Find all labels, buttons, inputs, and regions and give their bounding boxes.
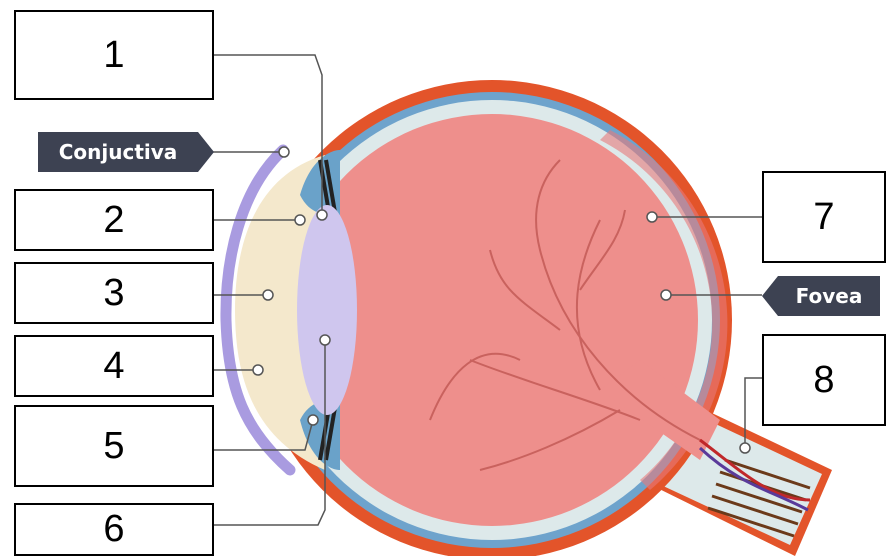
fovea-tag: Fovea: [778, 276, 880, 316]
fovea-tag-label: Fovea: [796, 284, 863, 308]
answer-box-4-label: 4: [103, 345, 124, 388]
answer-box-2-label: 2: [103, 199, 124, 242]
answer-box-1-label: 1: [103, 34, 124, 77]
answer-box-4[interactable]: 4: [14, 335, 214, 397]
answer-box-8[interactable]: 8: [762, 334, 886, 426]
lens: [297, 205, 357, 415]
answer-box-5[interactable]: 5: [14, 405, 214, 487]
answer-box-6[interactable]: 6: [14, 503, 214, 556]
answer-box-7-label: 7: [813, 196, 834, 239]
answer-box-6-label: 6: [103, 508, 124, 551]
answer-box-3[interactable]: 3: [14, 262, 214, 324]
answer-box-1[interactable]: 1: [14, 10, 214, 100]
answer-box-5-label: 5: [103, 425, 124, 468]
answer-box-8-label: 8: [813, 359, 834, 402]
answer-box-7[interactable]: 7: [762, 171, 886, 263]
answer-box-2[interactable]: 2: [14, 189, 214, 251]
conjunctiva-tag: Conjuctiva: [38, 132, 198, 172]
answer-box-3-label: 3: [103, 272, 124, 315]
conjunctiva-tag-label: Conjuctiva: [59, 140, 178, 164]
